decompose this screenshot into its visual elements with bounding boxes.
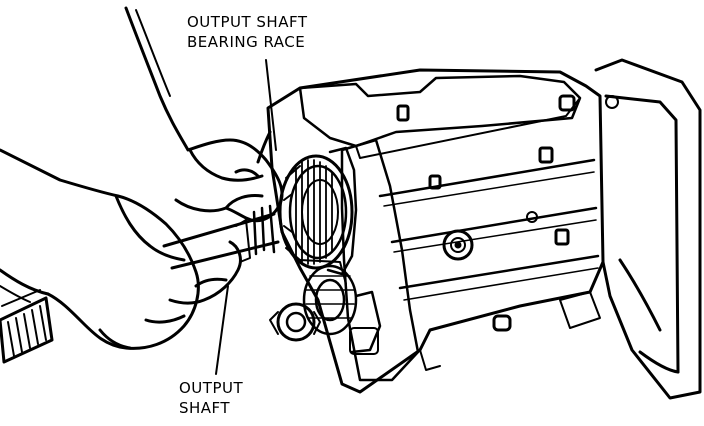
hands bbox=[0, 6, 284, 350]
callout-line: BEARING RACE bbox=[187, 33, 306, 51]
callout-output-shaft: OUTPUT SHAFT bbox=[179, 378, 243, 418]
leader-lines bbox=[215, 59, 277, 375]
callout-output-shaft-bearing-race: OUTPUT SHAFT BEARING RACE bbox=[187, 12, 308, 52]
output-shaft bbox=[0, 204, 280, 364]
output-shaft-bearing-race bbox=[278, 146, 358, 276]
mounting-bracket bbox=[594, 58, 702, 400]
callout-line: OUTPUT bbox=[179, 379, 244, 397]
transmission-case bbox=[266, 68, 605, 394]
callout-line: OUTPUT SHAFT bbox=[187, 13, 308, 31]
callout-line: SHAFT bbox=[179, 399, 231, 417]
countershaft-gears bbox=[269, 259, 382, 355]
